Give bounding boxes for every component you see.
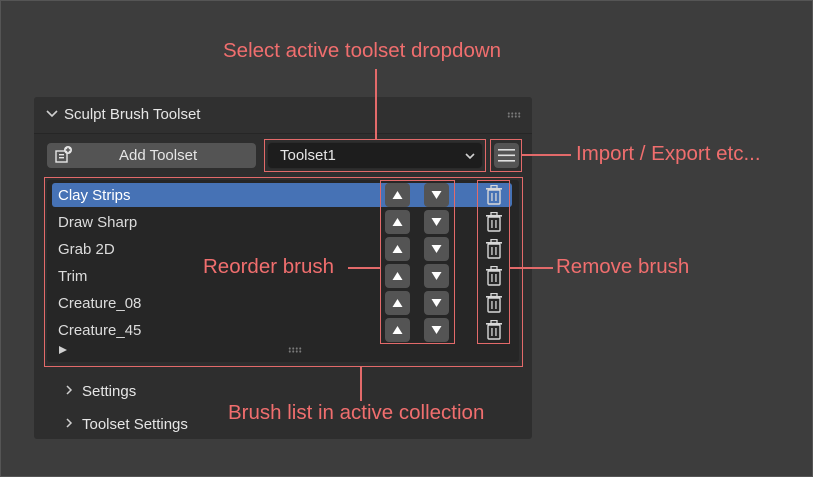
annotation-connector	[375, 69, 377, 140]
brush-name: Draw Sharp	[58, 214, 138, 231]
add-toolset-button[interactable]: Add Toolset	[47, 143, 256, 168]
triangle-down-icon	[431, 299, 442, 307]
trash-icon	[486, 320, 502, 340]
annotation-remove-box	[477, 180, 510, 344]
annotation-reorder-label: Reorder brush	[203, 255, 335, 278]
triangle-down-icon	[431, 326, 442, 334]
chevron-down-icon	[465, 153, 475, 160]
chevron-right-icon[interactable]	[63, 417, 75, 429]
annotation-list-box	[44, 177, 523, 367]
brush-row-3[interactable]: Trim	[52, 264, 512, 288]
annotation-dropdown-label: Select active toolset dropdown	[223, 39, 502, 62]
brush-name: Trim	[58, 268, 88, 285]
annotation-connector	[348, 267, 380, 269]
move-down-button[interactable]	[424, 291, 449, 315]
remove-brush-button[interactable]	[482, 237, 506, 261]
brush-name: Grab 2D	[58, 241, 115, 258]
brush-name: Clay Strips	[58, 187, 131, 204]
trash-icon	[486, 266, 502, 286]
annotation-remove-label: Remove brush	[556, 255, 690, 278]
remove-brush-button[interactable]	[482, 210, 506, 234]
add-collection-icon	[55, 146, 72, 163]
annotation-menu-label: Import / Export etc...	[576, 142, 761, 165]
panel-header[interactable]	[34, 97, 532, 134]
add-toolset-label: Add Toolset	[119, 147, 198, 164]
toolset-dropdown[interactable]: Toolset1	[268, 143, 482, 168]
annotation-connector	[360, 367, 362, 401]
move-down-button[interactable]	[424, 318, 449, 342]
move-up-button[interactable]	[385, 210, 410, 234]
chevron-right-icon[interactable]	[63, 384, 75, 396]
annotation-dropdown-box	[264, 139, 486, 172]
triangle-down-icon	[431, 218, 442, 226]
triangle-up-icon	[392, 245, 403, 253]
triangle-up-icon	[392, 218, 403, 226]
triangle-down-icon	[431, 245, 442, 253]
triangle-up-icon	[392, 191, 403, 199]
annotation-list-label: Brush list in active collection	[228, 401, 485, 424]
brush-row-5[interactable]: Creature_45	[52, 318, 512, 342]
toolset-menu-button[interactable]	[494, 143, 519, 168]
trash-icon	[486, 185, 502, 205]
toolset-dropdown-value: Toolset1	[280, 147, 336, 164]
trash-icon	[486, 293, 502, 313]
brush-row-2[interactable]: Grab 2D	[52, 237, 512, 261]
triangle-down-icon	[431, 191, 442, 199]
remove-brush-button[interactable]	[482, 318, 506, 342]
annotation-connector	[522, 154, 571, 156]
move-up-button[interactable]	[385, 318, 410, 342]
trash-icon	[486, 239, 502, 259]
move-down-button[interactable]	[424, 183, 449, 207]
triangle-down-icon	[431, 272, 442, 280]
settings-subpanel[interactable]: Settings	[82, 383, 137, 400]
annotation-reorder-box	[380, 180, 455, 344]
trash-icon	[486, 212, 502, 232]
brush-name: Creature_08	[58, 295, 142, 312]
remove-brush-button[interactable]	[482, 291, 506, 315]
move-up-button[interactable]	[385, 183, 410, 207]
move-down-button[interactable]	[424, 237, 449, 261]
panel-title: Sculpt Brush Toolset	[64, 106, 201, 123]
triangle-up-icon	[392, 326, 403, 334]
remove-brush-button[interactable]	[482, 264, 506, 288]
annotation-menu-box	[490, 139, 522, 172]
triangle-up-icon	[392, 272, 403, 280]
brush-name: Creature_45	[58, 322, 142, 339]
move-down-button[interactable]	[424, 264, 449, 288]
brush-row-4[interactable]: Creature_08	[52, 291, 512, 315]
list-resize-grip-icon[interactable]	[288, 347, 302, 353]
play-triangle-icon[interactable]	[59, 346, 67, 354]
triangle-up-icon	[392, 299, 403, 307]
remove-brush-button[interactable]	[482, 183, 506, 207]
move-up-button[interactable]	[385, 291, 410, 315]
grip-dots-icon[interactable]	[507, 112, 521, 118]
chevron-down-icon[interactable]	[45, 107, 59, 121]
move-down-button[interactable]	[424, 210, 449, 234]
move-up-button[interactable]	[385, 237, 410, 261]
hamburger-menu-icon	[498, 149, 515, 162]
brush-row-1[interactable]: Draw Sharp	[52, 210, 512, 234]
move-up-button[interactable]	[385, 264, 410, 288]
annotation-connector	[510, 267, 553, 269]
toolset-settings-subpanel[interactable]: Toolset Settings	[82, 416, 188, 433]
